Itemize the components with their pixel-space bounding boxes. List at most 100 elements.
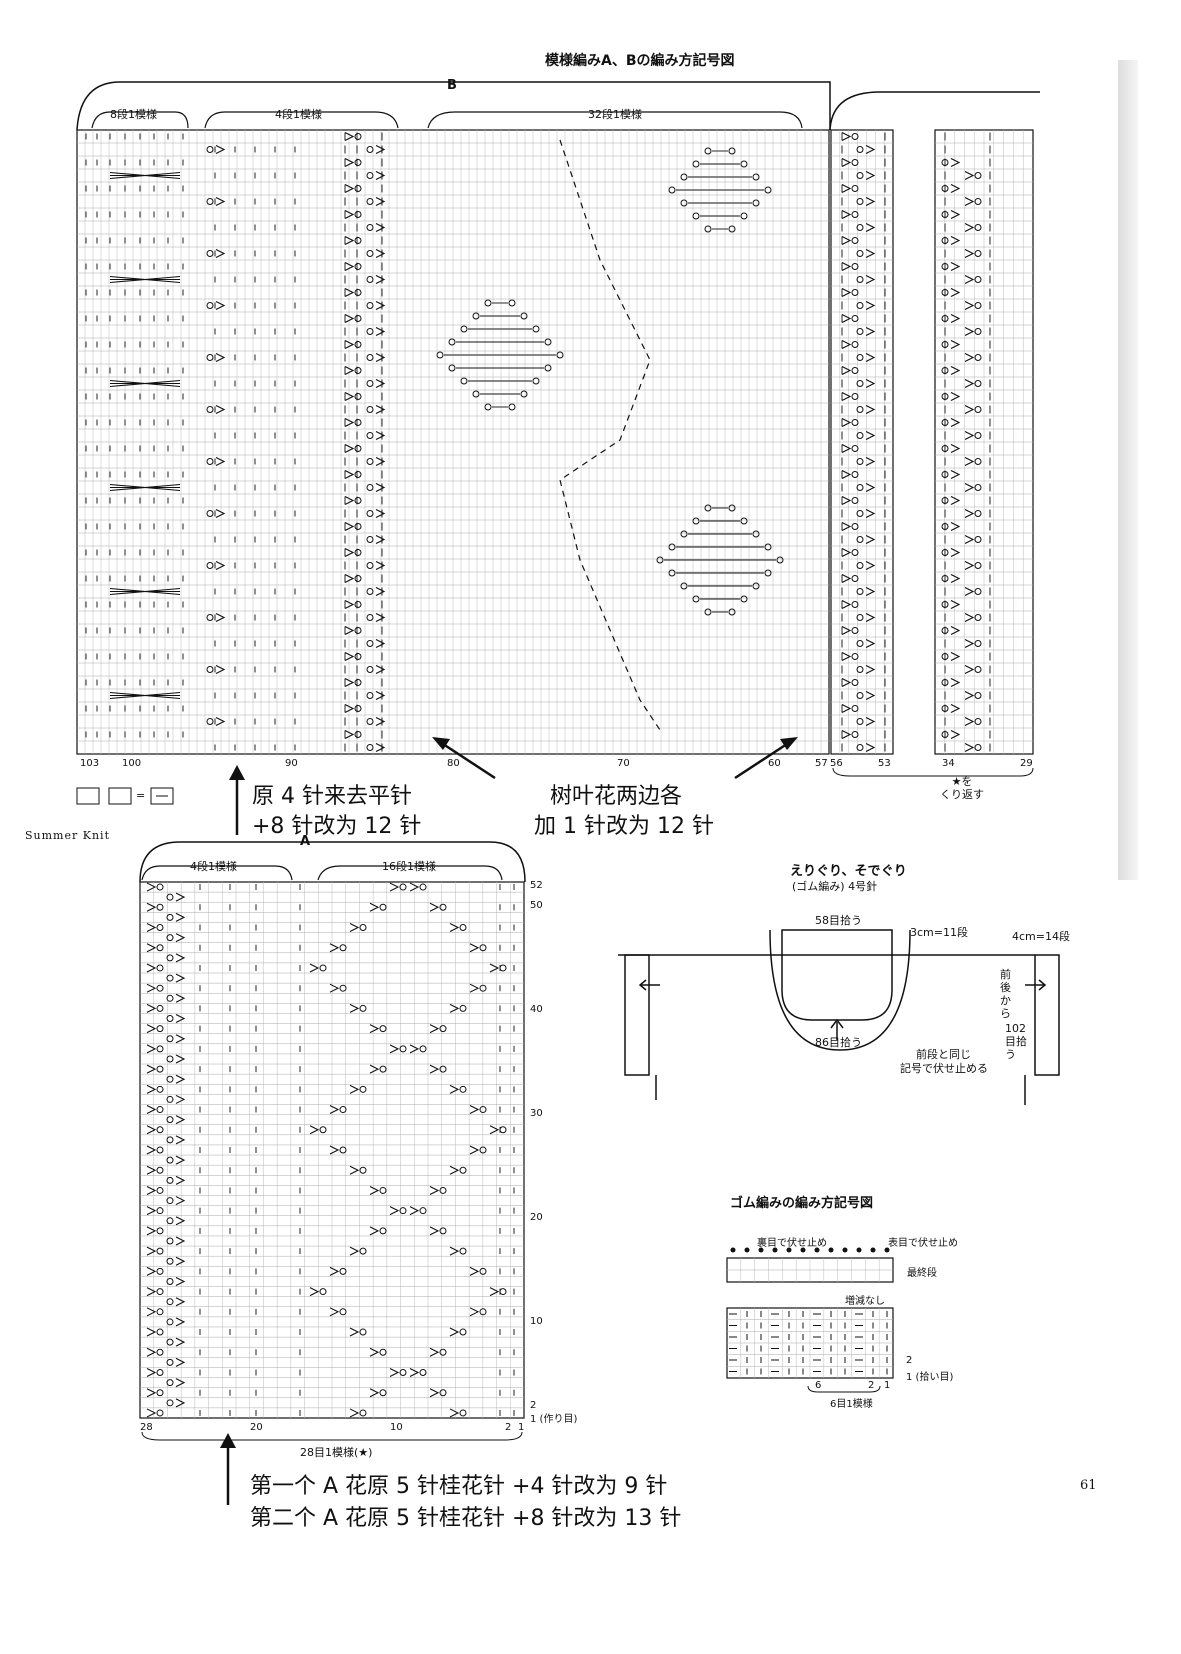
- chart-a-label: A: [300, 834, 311, 849]
- bracket-8rows: [91, 111, 189, 129]
- chart-a-diamond-left-o: [379, 1389, 387, 1397]
- right2-dec-k: [964, 587, 975, 596]
- repeat-bracket: [832, 767, 1034, 777]
- yo-k2tog-o: [206, 198, 214, 205]
- right2-dec-o: [974, 484, 982, 491]
- rib-row-1: 1 (拾い目): [906, 1372, 954, 1383]
- leaf-motif-2-yo: [764, 186, 772, 194]
- right2-yo-o: [941, 367, 949, 374]
- chart-a-left-dec-o: [156, 1065, 164, 1073]
- chart-a-diamond-right-o: [419, 1045, 427, 1053]
- k2tog-yo-o: [354, 133, 362, 140]
- chart-a-left-yo-o: [166, 1035, 174, 1043]
- right2-yo-o: [941, 419, 949, 426]
- right-panel-dec-k: [841, 262, 852, 271]
- right2-yo-k: [950, 392, 961, 401]
- leaf-motif-2-yo: [680, 199, 688, 207]
- right2-dec-o: [974, 406, 982, 413]
- note-arrows: [220, 737, 798, 1505]
- chart-a-diamond-right-k: [429, 1347, 440, 1357]
- right-panel-yo-k: [865, 587, 876, 596]
- yo-ssk-o: [366, 354, 374, 361]
- right-panel-dec-o: [851, 211, 859, 218]
- chart-b-grid: [76, 81, 1040, 777]
- chart-a-left-dec-o: [156, 1308, 164, 1316]
- right2-yo-o: [941, 237, 949, 244]
- chart-a-diamond-right-k: [469, 1266, 480, 1276]
- leaf-motif-1-yo: [484, 299, 492, 307]
- k2tog-yo-o: [354, 237, 362, 244]
- chart-a-left-yo-k: [175, 1155, 186, 1165]
- chart-a-left-yo-o: [166, 1318, 174, 1326]
- leaf-motif-1-yo: [460, 325, 468, 333]
- right2-dec-o: [974, 510, 982, 517]
- right-panel-yo-k: [865, 561, 876, 570]
- right-panel-yo-o: [856, 354, 864, 361]
- chart-a-diamond-right-k: [429, 1388, 440, 1398]
- right2-dec-k: [964, 483, 975, 492]
- right-panel-dec-o: [851, 185, 859, 192]
- right-panel-dec-o: [851, 549, 859, 556]
- right2-dec-o: [974, 692, 982, 699]
- right2-yo-o: [941, 653, 949, 660]
- chart-a-left-yo-k: [175, 1236, 186, 1246]
- right-panel-yo-o: [856, 198, 864, 205]
- chart-a-diamond-right-k: [469, 943, 480, 953]
- chart-a-left-yo-k: [175, 1256, 186, 1266]
- right-panel-yo-o: [856, 250, 864, 257]
- right-panel-yo-o: [856, 484, 864, 491]
- k2tog-yo-o: [354, 523, 362, 530]
- chart-a-diamond-left-k: [309, 963, 320, 973]
- yo-ssk-o: [366, 198, 374, 205]
- chart-a-diamond-right-k: [449, 1165, 460, 1175]
- cable-cross: [109, 275, 181, 284]
- right2-dec-k: [964, 561, 975, 570]
- chart-a-diamond-right-k: [429, 902, 440, 912]
- right-panel-yo-k: [865, 145, 876, 154]
- chart-a-diamond-left-k: [369, 902, 380, 912]
- chart-a-left-yo-k: [175, 912, 186, 922]
- chart-a-diamond-right-o: [479, 1146, 487, 1154]
- yo-ssk-o: [366, 406, 374, 413]
- chart-a-diamond-left-o: [319, 1288, 327, 1296]
- leaf-motif-1-yo: [508, 299, 516, 307]
- chart-a-diamond-right-k: [449, 923, 460, 933]
- neck-side-pick-1: 前後から: [1000, 968, 1011, 1020]
- right-panel-dec-o: [851, 471, 859, 478]
- right-panel-yo-k: [865, 405, 876, 414]
- leaf-motif-3-yo: [692, 517, 700, 525]
- chart-a-diamond-right-o: [479, 1106, 487, 1114]
- right-panel-yo-o: [856, 536, 864, 543]
- right-panel-dec-o: [851, 367, 859, 374]
- yo-ssk-k: [375, 535, 386, 544]
- chart-a-diamond-left-k: [349, 1165, 360, 1175]
- right2-dec-k: [964, 249, 975, 258]
- right-panel-dec-k: [841, 548, 852, 557]
- right-panel-yo-o: [856, 432, 864, 439]
- cable-cross: [109, 171, 181, 180]
- chart-a-left-yo-k: [175, 1378, 186, 1388]
- chart-a-left-yo-k: [175, 1196, 186, 1206]
- k2tog-yo-k: [344, 340, 355, 349]
- k2tog-yo-o: [354, 627, 362, 634]
- k2tog-yo-o: [354, 263, 362, 270]
- right-panel-dec-k: [841, 730, 852, 739]
- leaf-motif-1-yo: [544, 338, 552, 346]
- leaf-motif-3-yo: [764, 569, 772, 577]
- chart-b-x-tick: 34: [942, 758, 955, 769]
- bind-off-dot: [870, 1247, 876, 1253]
- chart-a-left-yo-k: [175, 1317, 186, 1327]
- right2-yo-k: [950, 678, 961, 687]
- right-panel-dec-k: [841, 496, 852, 505]
- chart-a-diamond-right-k: [429, 1024, 440, 1034]
- right2-dec-k: [964, 613, 975, 622]
- leaf-motif-2-yo: [704, 147, 712, 155]
- right-panel-dec-o: [851, 393, 859, 400]
- chart-a-left-dec-o: [156, 1025, 164, 1033]
- rib-title: ゴム編みの編み方記号図: [730, 1196, 874, 1211]
- yo-k2tog-k: [215, 405, 226, 414]
- note-2-line-1: 树叶花两边各: [550, 784, 683, 809]
- right-panel-yo-k: [865, 171, 876, 180]
- right-panel-yo-k: [865, 483, 876, 492]
- chart-a-left-dec-k: [146, 963, 157, 973]
